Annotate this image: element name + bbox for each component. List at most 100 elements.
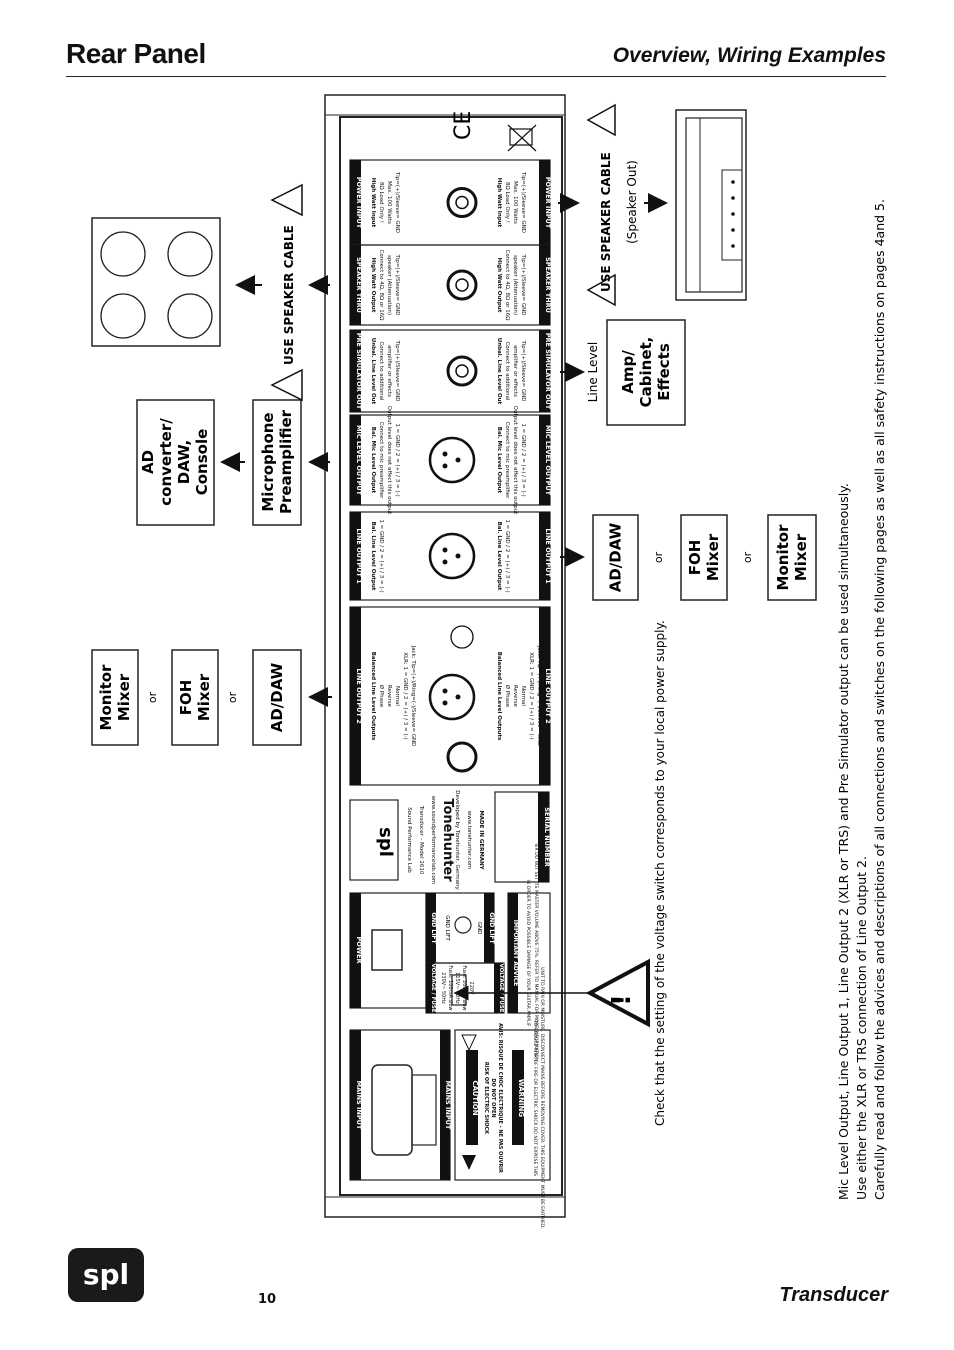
gnd-lift-label-b: GND LIFT <box>488 912 495 944</box>
section-line-b: Unbal. Line Level Out <box>496 338 502 405</box>
target-label: AD/DAW <box>607 522 625 592</box>
section-line-b: Ø Phase <box>504 685 511 708</box>
ad-converter-label: ADconverter/DAW,Console <box>139 418 211 506</box>
section-line-b: Bal. Line Level Output <box>496 522 502 591</box>
section-label-b: PRE SIMULATOR OUT <box>544 333 552 410</box>
gnd-lift-switch[interactable] <box>454 916 472 934</box>
voltage-warning-icon <box>585 958 650 1028</box>
section-label: LINE OUTPUT 1 <box>355 528 363 584</box>
right-cable-warning-bottom <box>586 273 616 307</box>
right-cable-warning-top <box>586 103 616 137</box>
amp-effects-box <box>606 319 686 426</box>
section-line-b: Output level does not affect this output <box>512 406 518 516</box>
section-line: Max. 100 Watts <box>386 181 392 224</box>
section-line-b: Connect to 4Ω, 8Ω or 16Ω <box>504 250 510 321</box>
gnd-option-lift: GND LIFT <box>444 915 450 941</box>
section-line: 8Ω Load Only ! <box>378 182 384 223</box>
brand-line: MADE IN GERMANY <box>478 810 484 870</box>
section-label: MIC LEVEL OUTPUT <box>355 425 363 496</box>
power-label: POWER <box>355 937 363 964</box>
weee-icon <box>507 124 537 152</box>
voltage-line: 230V~ 50Hz <box>440 972 446 1004</box>
cabinet-icon <box>91 217 221 347</box>
fuse-holder <box>411 1074 437 1146</box>
section-line: Ø Phase <box>378 685 385 708</box>
section-line-b: Balanced Line Level Outputs <box>496 652 502 741</box>
mains-block: MAINS INPUT MAINS INPUT CAUTION RISK OF … <box>349 843 551 1229</box>
jack-connector[interactable] <box>446 269 478 301</box>
page-title: Rear Panel <box>66 38 206 69</box>
voltage-line: Fuse: 200mA slow <box>461 965 467 1010</box>
section-line: Connect to 4Ω, 8Ω or 16Ω <box>378 250 384 321</box>
caution-title: CAUTION <box>471 1080 479 1115</box>
warning-line: TO REDUCE RISK OF FIRE OR ELECTRIC SHOCK… <box>532 1019 538 1176</box>
section-line: XLR: 1 = GND / 2 = (+) / 3 = (-) <box>402 652 408 739</box>
section-pre-simulator-out: PRE SIMULATOR OUT PRE SIMULATOR OUT Unbal.… <box>349 329 552 413</box>
amp-head-icon <box>675 109 747 301</box>
section-line: Tip=(+)/Sleeve= GND <box>394 171 400 233</box>
section-line-b: Normal <box>520 686 526 706</box>
important-advice-label: IMPORTANT ADVICE <box>512 920 519 987</box>
header-rule <box>66 76 886 77</box>
section-line: Balanced Line Level Outputs <box>370 652 376 741</box>
ce-mark: CE <box>451 111 476 140</box>
caution-line: AVIS: RISQUE DE CHOC ELECTRIQUE - NE PAS… <box>497 1023 503 1173</box>
brand-line: Transducer – Model 2610 <box>418 805 424 875</box>
advice-line: IER DO NOT SET ITS MASTER VOLUME ABOVE 7… <box>533 843 539 1062</box>
brand-line: www.soundperformancelab.com <box>430 796 436 885</box>
xlr-connector[interactable] <box>428 436 476 484</box>
serial-number-label: SERIAL NUMBER <box>543 807 551 867</box>
section-label: PRE SIMULATOR OUT <box>355 333 363 410</box>
note-safety: Carefully read and follow the advices an… <box>872 199 887 1200</box>
xlr-connector[interactable] <box>428 673 476 721</box>
advice-line: IN ORDER TO AVOID POSSIBLE DAMAGE OF YOU… <box>525 880 531 1027</box>
warning-line: UNIT TO RAIN OR MOISTURE. DISCONNECT MAI… <box>539 967 545 1229</box>
target-box-monitor-mixer <box>91 649 139 746</box>
section-label-b: POWER INPUT <box>544 177 552 229</box>
section-line: Output level does not affect this output <box>386 406 392 516</box>
target-label: FOHMixer <box>177 673 213 721</box>
iec-socket[interactable] <box>371 1064 413 1156</box>
page-subtitle: Overview, Wiring Examples <box>612 44 886 67</box>
jack-connector[interactable] <box>446 187 478 218</box>
section-label-b: MIC LEVEL OUTPUT <box>544 425 552 496</box>
section-line: Jack: Tip=(+)/Ring=(-)/Sleeve= GND <box>410 645 416 747</box>
section-label-b: LINE OUTPUT 2 <box>544 668 552 723</box>
attention-icon <box>461 1034 477 1052</box>
section-line: 1 = GND / 2 = (+) / 3 = (-) <box>394 423 400 496</box>
section-line: Unbal. Line Level Out <box>370 338 376 405</box>
jack-connector[interactable] <box>446 741 478 773</box>
or-separator: or <box>741 551 754 563</box>
section-line-b: Tip=(+)/Sleeve= GND <box>520 254 526 316</box>
or-separator: or <box>146 691 159 703</box>
caution-line: RISK OF ELECTRIC SHOCK <box>483 1062 489 1135</box>
section-line: speaker (Attenuation) <box>386 255 392 315</box>
target-label: AD/DAW <box>268 662 286 732</box>
mains-input-label-b: MAINS INPUT <box>444 1081 452 1130</box>
jack-connector[interactable] <box>446 355 478 387</box>
section-line-b: Reverse <box>512 685 518 708</box>
mic-preamp-box <box>252 399 302 526</box>
section-line-b: Bal. Mic Level Output <box>496 427 502 494</box>
rack-ear-bottom <box>324 1196 566 1218</box>
section-line: 1 = GND / 2 = (+) / 3 = (-) <box>378 519 384 592</box>
shock-warning-icon <box>462 1155 476 1170</box>
note-simultaneous: Mic Level Output, Line Output 1, Line Ou… <box>836 483 851 1200</box>
panel-body <box>339 116 563 1196</box>
target-label: MonitorMixer <box>774 524 810 591</box>
target-box-foh-mixer <box>680 514 728 601</box>
section-label-b: SPEAKER THRU <box>544 257 552 313</box>
brand-line: Developed by Tonehunter, Germany <box>454 790 460 890</box>
xlr-connector[interactable] <box>428 532 476 580</box>
spl-logo-text: spl <box>82 1258 130 1291</box>
voltage-fuse-label-b: VOLTAGE / FUSE <box>498 963 504 1012</box>
phase-switch[interactable] <box>450 625 474 649</box>
section-line: Normal <box>394 686 400 706</box>
section-line-b: 1 = GND / 2 = (+) / 3 = (-) <box>520 423 526 496</box>
power-switch[interactable] <box>371 929 403 971</box>
